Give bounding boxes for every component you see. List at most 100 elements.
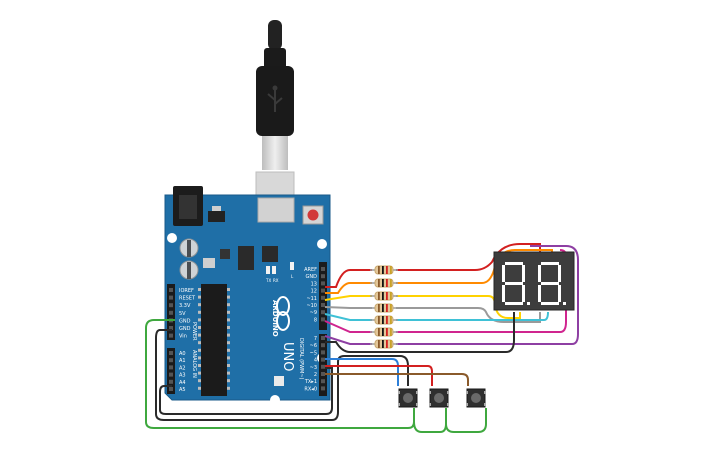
power-header-label: POWER — [191, 322, 197, 341]
pin-label: A2 — [179, 365, 186, 371]
wire-magenta — [324, 320, 372, 333]
header-pin[interactable] — [321, 303, 325, 307]
resistor[interactable] — [370, 278, 398, 288]
pin-label: A3 — [179, 373, 186, 379]
header-pin[interactable] — [169, 295, 173, 300]
resistor[interactable] — [370, 327, 398, 337]
segment — [502, 285, 505, 302]
header-pin[interactable] — [321, 288, 325, 293]
segment — [505, 282, 523, 285]
header-pin[interactable] — [321, 350, 325, 355]
wire-red — [325, 365, 433, 386]
resistor[interactable] — [370, 291, 398, 301]
pin-label: 2 — [314, 372, 317, 378]
pin-label: TX▸1 — [304, 379, 317, 385]
resistor[interactable] — [370, 339, 398, 349]
pin-label: A1 — [179, 358, 186, 364]
pin-label: RX◂0 — [304, 386, 317, 392]
segment — [541, 302, 559, 305]
pin-label: ~5 — [310, 350, 317, 356]
header-pin[interactable] — [321, 372, 325, 376]
pin-label: Vin — [179, 334, 187, 340]
header-pin[interactable] — [321, 379, 325, 384]
seven-segment-display[interactable] — [493, 251, 575, 311]
pin-label: ~10 — [306, 303, 317, 309]
wire-cyan — [324, 313, 372, 321]
segment — [541, 282, 559, 285]
header-pin[interactable] — [169, 365, 173, 370]
wire-gray — [324, 306, 372, 309]
pin-label: ~3 — [310, 365, 317, 371]
wire-orange — [325, 282, 372, 294]
segment — [538, 265, 541, 282]
push-buttons — [398, 388, 486, 408]
wire-purple — [324, 335, 372, 345]
header-pin[interactable] — [169, 333, 173, 338]
wire-red — [396, 243, 541, 271]
wire-yellow — [324, 295, 372, 301]
header-pin[interactable] — [321, 386, 325, 391]
header-pin[interactable] — [169, 351, 173, 355]
header-pin[interactable] — [321, 281, 325, 286]
header-pin[interactable] — [169, 326, 173, 330]
segment — [505, 262, 523, 265]
header-pin[interactable] — [169, 358, 173, 363]
reset-button[interactable] — [302, 205, 324, 225]
header-pin[interactable] — [321, 336, 325, 340]
pin-label: 4 — [314, 358, 317, 364]
header-pin[interactable] — [321, 364, 325, 369]
pin-label: AREF — [304, 267, 317, 273]
push-button[interactable] — [429, 388, 449, 408]
l-led-label: L — [291, 274, 294, 279]
wire-magenta — [396, 249, 567, 333]
header-pin[interactable] — [321, 267, 325, 271]
brand-label: ARDUINO — [271, 300, 279, 337]
wire-green — [145, 319, 415, 429]
resistor[interactable] — [370, 315, 398, 325]
resistor[interactable] — [370, 265, 398, 275]
wire-gray — [396, 307, 541, 323]
analog-header[interactable] — [167, 348, 175, 394]
push-button[interactable] — [398, 388, 418, 408]
decimal-point — [527, 302, 530, 305]
header-pin[interactable] — [169, 288, 173, 292]
header-pin[interactable] — [321, 310, 325, 315]
header-pin[interactable] — [321, 357, 325, 362]
arduino-board[interactable]: TX RX L ARDUINO UNO IOREFRESET3.3V5VGNDG… — [164, 186, 331, 405]
segment — [505, 302, 523, 305]
segment — [522, 265, 525, 282]
header-pin[interactable] — [169, 379, 173, 384]
decimal-point — [563, 302, 566, 305]
segment — [538, 285, 541, 302]
model-label: UNO — [280, 342, 295, 371]
pin-label: RESET — [179, 296, 196, 302]
header-pin[interactable] — [321, 317, 325, 322]
segment — [522, 285, 525, 302]
header-pin[interactable] — [169, 310, 173, 315]
pin-label: A0 — [179, 351, 186, 357]
pin-label: IOREF — [179, 288, 194, 294]
header-pin[interactable] — [169, 372, 173, 377]
push-button[interactable] — [466, 388, 486, 408]
wire-blue — [325, 358, 399, 386]
header-pin[interactable] — [169, 387, 173, 391]
wires — [145, 243, 579, 433]
wire-purple — [396, 245, 579, 345]
wire-red — [325, 269, 372, 288]
resistor[interactable] — [370, 303, 398, 313]
wire-black — [155, 329, 409, 421]
header-pin[interactable] — [169, 303, 173, 308]
pin-label: 13 — [311, 281, 317, 287]
usb-cable[interactable] — [255, 20, 295, 221]
header-pin[interactable] — [321, 274, 325, 279]
arduino-logo — [276, 296, 290, 331]
pin-label: A5 — [179, 387, 186, 393]
header-pin[interactable] — [321, 295, 325, 300]
digit — [538, 262, 566, 305]
header-pin[interactable] — [321, 343, 325, 348]
microcontroller-chip — [198, 284, 230, 396]
digital-header-label: DIGITAL (PWM~) — [298, 338, 304, 380]
pin-label: 8 — [314, 317, 317, 323]
pin-label: GND — [179, 318, 191, 324]
segment — [558, 285, 561, 302]
